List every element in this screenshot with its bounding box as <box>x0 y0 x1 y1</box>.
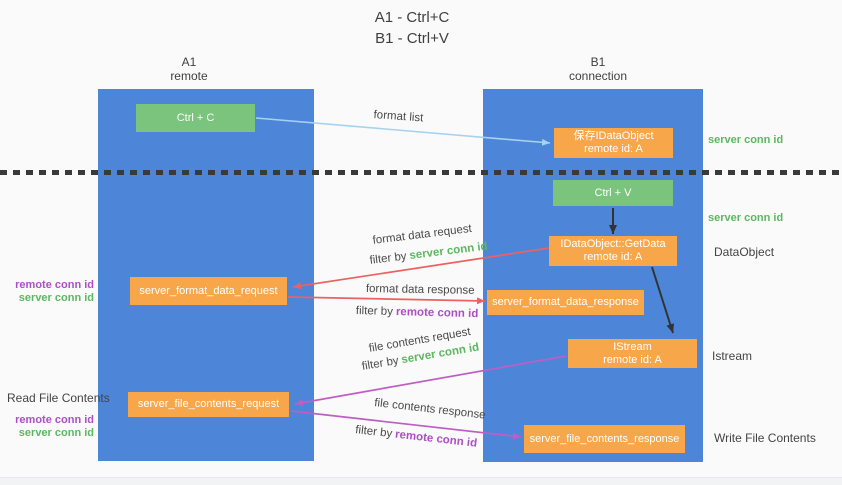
istream-line2: remote id: A <box>603 353 662 366</box>
istream-annotation: Istream <box>712 349 753 363</box>
idataobject-getdata-line1: IDataObject::GetData <box>560 238 666 250</box>
istream-line1: IStream <box>613 340 652 353</box>
server-file-contents-request-node: server_file_contents_request <box>128 392 289 417</box>
server-file-contents-request-label: server_file_contents_request <box>137 398 280 410</box>
idataobject-getdata-line2: remote id: A <box>583 251 643 263</box>
filter-by-text: filter by <box>354 424 393 441</box>
left-column-name: A1 <box>181 55 197 69</box>
server-conn-id-annotation-1: server conn id <box>708 134 784 146</box>
save-idataobject-node: 保存IDataObject remote id: A <box>554 128 673 158</box>
title-line-1: A1 - Ctrl+C <box>374 9 450 26</box>
idataobject-getdata-node: IDataObject::GetData remote id: A <box>549 236 677 266</box>
server-format-data-response-node: server_format_data_response <box>487 290 644 315</box>
format-data-response-arrow <box>287 296 486 305</box>
bottom-strip <box>0 477 842 485</box>
server-conn-id-annotation-left-2: server conn id <box>18 426 94 439</box>
filter-by-text: filter by <box>361 354 400 373</box>
ctrl-v-label: Ctrl + V <box>594 186 632 199</box>
remote-conn-id-text: remote conn id <box>395 306 479 321</box>
server-format-data-response-label: server_format_data_response <box>492 296 639 308</box>
server-conn-id-text: server conn id <box>408 240 489 263</box>
format-data-response-label: format data response <box>365 283 475 297</box>
right-column-name: B1 <box>590 55 606 69</box>
remote-conn-id-text: remote conn id <box>394 428 478 450</box>
left-conn-id-pair-2: remote conn id server conn id <box>9 414 94 439</box>
right-column-header: B1 connection <box>538 55 658 83</box>
save-idataobject-line1: 保存IDataObject <box>573 130 654 142</box>
save-idataobject-line2: remote id: A <box>584 143 643 155</box>
right-column-role: connection <box>568 69 628 83</box>
filter-by-text: filter by <box>355 305 394 318</box>
remote-conn-id-annotation-2: remote conn id <box>15 414 94 426</box>
format-list-label: format list <box>373 109 424 125</box>
server-file-contents-response-label: server_file_contents_response <box>529 432 680 445</box>
title-line-2: B1 - Ctrl+V <box>375 30 449 47</box>
write-file-contents-annotation: Write File Contents <box>714 431 816 445</box>
ctrl-c-label: Ctrl + C <box>176 111 215 124</box>
server-conn-id-annotation-2: server conn id <box>708 212 784 224</box>
left-column-role: remote <box>170 69 208 83</box>
dotted-separator-line <box>0 170 842 175</box>
server-conn-id-annotation-left-1: server conn id <box>18 291 94 304</box>
ctrl-v-node: Ctrl + V <box>553 180 673 206</box>
istream-node: IStream remote id: A <box>568 339 697 368</box>
filter-by-text: filter by <box>369 250 408 267</box>
ctrl-c-node: Ctrl + C <box>136 104 255 132</box>
server-file-contents-response-node: server_file_contents_response <box>524 425 685 453</box>
server-format-data-request-label: server_format_data_request <box>139 284 278 297</box>
remote-conn-id-annotation-1: remote conn id <box>15 279 94 291</box>
server-format-data-request-node: server_format_data_request <box>130 277 287 305</box>
read-file-contents-annotation: Read File Contents <box>7 391 110 405</box>
left-conn-id-pair-1: remote conn id server conn id <box>9 279 94 304</box>
diagram-title: A1 - Ctrl+C B1 - Ctrl+V <box>312 7 512 49</box>
dataobject-annotation: DataObject <box>714 245 775 259</box>
left-column-header: A1 remote <box>129 55 249 83</box>
file-contents-response-label: file contents response <box>373 397 487 422</box>
